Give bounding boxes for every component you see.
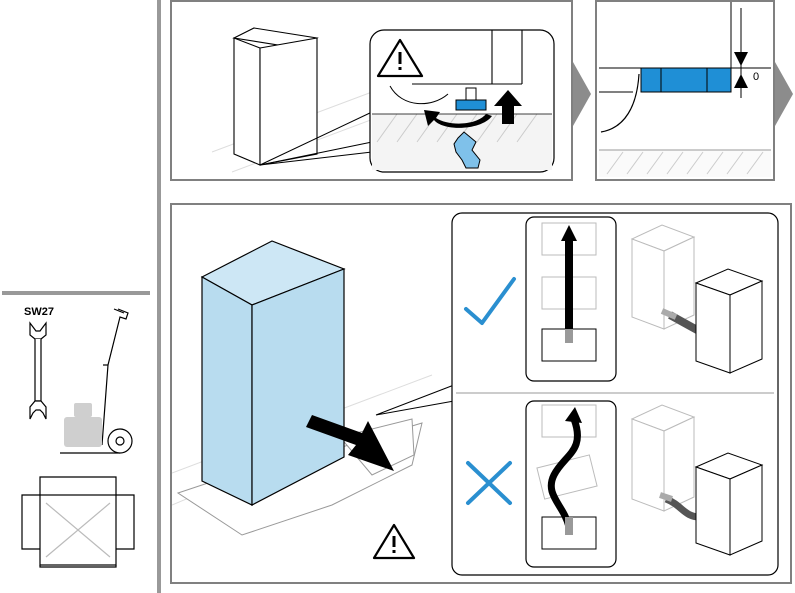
wrench-size-label: SW27: [24, 306, 54, 318]
hand-truck-icon: [60, 308, 133, 454]
panel-moving-appliance: [170, 203, 792, 584]
next-step-arrow: [775, 62, 793, 126]
warning-icon: [376, 38, 424, 78]
adjuster-foot: [455, 99, 487, 111]
panel-zero-gap: [595, 0, 775, 181]
panel-zero-gap-illustration: 0: [599, 2, 771, 177]
warning-icon: [372, 523, 416, 560]
adjuster-foot: [640, 67, 732, 93]
rotation-arrow-icon: [424, 110, 492, 128]
gap-value-label: 0: [753, 71, 759, 83]
next-step-arrow: [573, 62, 591, 126]
checkmark-icon: [464, 277, 516, 325]
box-icon: [21, 476, 135, 568]
up-arrow-icon: [494, 90, 522, 124]
panel-level-feet: [170, 0, 573, 181]
panel-level-feet-illustration: [211, 27, 555, 173]
push-arrow-icon: [306, 415, 394, 471]
wavy-move-iso: [630, 404, 764, 556]
straight-move-iso: [630, 224, 764, 374]
straight-path-diagram: [525, 216, 617, 382]
appliance-outline: [232, 27, 319, 166]
sidebar-tools: SW27: [21, 306, 135, 568]
vertical-divider: [157, 0, 161, 593]
appliance-blue: [200, 240, 346, 506]
wavy-path-diagram: [525, 400, 617, 568]
wrench-icon: [453, 131, 481, 169]
sidebar-divider: [2, 291, 150, 295]
panel-moving-appliance-illustration: [172, 212, 779, 576]
cross-icon: [466, 461, 512, 505]
wrench-icon: [29, 321, 47, 420]
